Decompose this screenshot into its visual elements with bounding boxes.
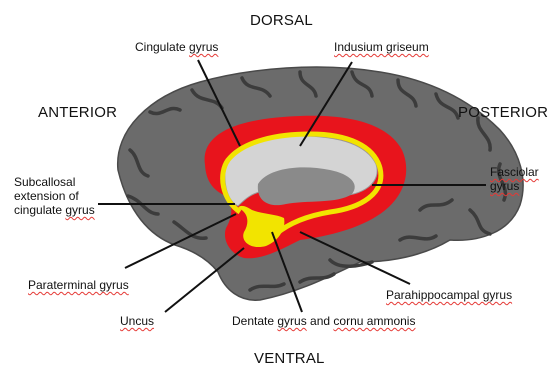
- subcallosal-line3-term: gyrus: [65, 203, 94, 217]
- subcallosal-label: Subcallosal extension of cingulate gyrus: [14, 175, 95, 217]
- subcallosal-line3-pre: cingulate: [14, 203, 65, 217]
- indusium-griseum-label: Indusium griseum: [334, 40, 429, 54]
- dentate-term2: cornu ammonis: [333, 314, 415, 328]
- subcallosal-line2: extension of: [14, 189, 95, 203]
- cingulate-gyrus-label-term: gyrus: [189, 40, 218, 54]
- dentate-mid: and: [307, 314, 334, 328]
- dorsal-label: DORSAL: [250, 12, 313, 29]
- ventral-label: VENTRAL: [254, 350, 325, 367]
- posterior-label: POSTERIOR: [458, 104, 548, 121]
- fasciolar-line2: gyrus: [490, 179, 539, 193]
- paraterminal-term: Paraterminal gyrus: [28, 278, 129, 292]
- cingulate-gyrus-label-pre: Cingulate: [135, 40, 189, 54]
- uncus-label: Uncus: [120, 314, 154, 328]
- dentate-term1: gyrus: [277, 314, 306, 328]
- cingulate-gyrus-label: Cingulate gyrus: [135, 40, 218, 54]
- dentate-pre: Dentate: [232, 314, 277, 328]
- fasciolar-gyrus-label: Fasciolar gyrus: [490, 165, 539, 193]
- uncus-text: Uncus: [120, 314, 154, 328]
- parahippocampal-term: Parahippocampal gyrus: [386, 288, 512, 302]
- parahippocampal-gyrus-label: Parahippocampal gyrus: [386, 288, 512, 302]
- paraterminal-gyrus-label: Paraterminal gyrus: [28, 278, 129, 292]
- fasciolar-line1: Fasciolar: [490, 165, 539, 179]
- subcallosal-line1: Subcallosal: [14, 175, 95, 189]
- dentate-gyrus-label: Dentate gyrus and cornu ammonis: [232, 314, 415, 328]
- anterior-label: ANTERIOR: [38, 104, 117, 121]
- indusium-griseum-label-term: Indusium griseum: [334, 40, 429, 54]
